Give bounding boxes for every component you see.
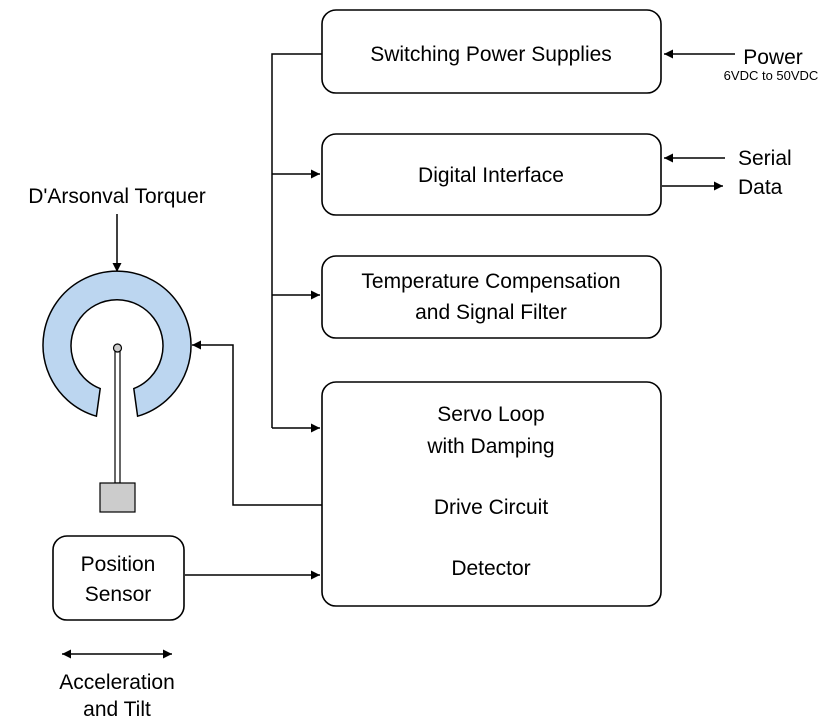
power-supply-label: Switching Power Supplies	[370, 43, 612, 66]
pendulum-pivot	[112, 343, 123, 353]
acceleration-label-2: and Tilt	[83, 698, 151, 721]
torquer-label: D'Arsonval Torquer	[28, 185, 206, 208]
pendulum-mass	[99, 482, 136, 513]
power-bus	[271, 53, 322, 428]
temp-comp-label-1: Temperature Compensation	[361, 270, 620, 293]
data-label: Data	[738, 176, 783, 199]
drive-circuit-label: Drive Circuit	[434, 496, 549, 519]
position-sensor-block: Position Sensor	[52, 535, 185, 621]
power-label: Power	[743, 46, 803, 69]
power-supply-block: Switching Power Supplies	[321, 9, 662, 94]
digital-interface-block: Digital Interface	[321, 133, 662, 216]
torquer-ring	[42, 270, 192, 418]
acceleration-label-1: Acceleration	[59, 671, 175, 694]
digital-interface-label: Digital Interface	[418, 164, 564, 187]
temp-comp-block: Temperature Compensation and Signal Filt…	[321, 255, 662, 339]
position-sensor-label-2: Sensor	[85, 583, 152, 606]
pendulum-rod	[114, 348, 121, 484]
power-range-label: 6VDC to 50VDC	[724, 68, 819, 83]
servo-label-2: with Damping	[426, 435, 554, 458]
temp-comp-label-2: and Signal Filter	[415, 301, 567, 324]
drive-to-torquer-arrow	[192, 340, 322, 506]
position-sensor-label-1: Position	[81, 553, 156, 576]
servo-block: Servo Loop with Damping Drive Circuit De…	[321, 381, 662, 607]
servo-label-1: Servo Loop	[437, 403, 544, 426]
serial-label: Serial	[738, 147, 792, 170]
detector-label: Detector	[451, 557, 530, 580]
